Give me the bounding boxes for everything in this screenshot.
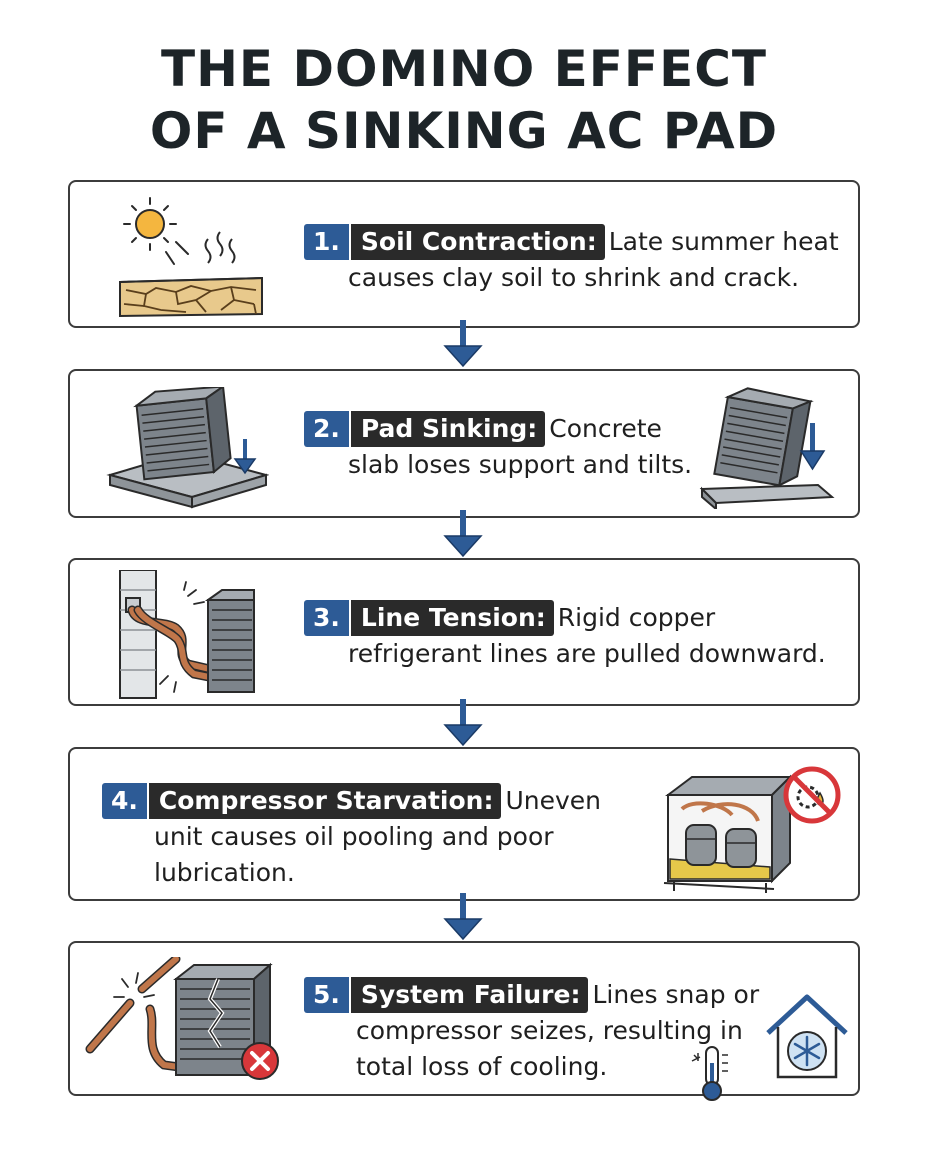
step-3-line-1: Rigid copper xyxy=(557,603,716,632)
down-arrow-icon xyxy=(443,699,483,747)
no-lubrication-icon xyxy=(783,766,841,824)
step-2-number: 2. xyxy=(304,411,349,447)
house-wall-icon xyxy=(119,570,157,699)
system-failure-illustration xyxy=(85,957,279,1080)
title-line-1: THE DOMINO EFFECT xyxy=(160,40,768,98)
title-line-2: OF A SINKING AC PAD xyxy=(149,102,779,160)
step-2-text: 2.Pad Sinking:Concrete slab loses suppor… xyxy=(304,411,724,483)
step-5-line-3: total loss of cooling. xyxy=(356,1052,608,1081)
step-3-text: 3.Line Tension:Rigid copper refrigerant … xyxy=(304,600,844,672)
step-5-heading: System Failure: xyxy=(350,977,589,1013)
step-1-line-1: Late summer heat xyxy=(608,227,839,256)
step-card-2: 2.Pad Sinking:Concrete slab loses suppor… xyxy=(68,369,860,518)
step-2-line-2: slab loses support and tilts. xyxy=(348,450,693,479)
step-card-5: 5.System Failure:Lines snap or compresso… xyxy=(68,941,860,1101)
step-card-4: 4.Compressor Starvation:Uneven unit caus… xyxy=(68,747,860,901)
step-4-heading: Compressor Starvation: xyxy=(148,783,502,819)
down-arrow-icon xyxy=(233,439,257,475)
step-4-line-3: lubrication. xyxy=(154,858,295,887)
cracked-soil-icon xyxy=(119,276,263,318)
compressor-starvation-illustration xyxy=(663,766,841,893)
broken-line-icon xyxy=(85,957,199,1074)
down-arrow-icon xyxy=(799,423,826,471)
step-5-line-1: Lines snap or xyxy=(592,980,760,1009)
step-card-3: 3.Line Tension:Rigid copper refrigerant … xyxy=(68,558,860,706)
soil-contraction-illustration xyxy=(119,197,263,318)
step-5-number: 5. xyxy=(304,977,349,1013)
sun-icon xyxy=(123,197,189,265)
page-title: THE DOMINO EFFECT OF A SINKING AC PAD xyxy=(0,38,928,162)
step-1-heading: Soil Contraction: xyxy=(350,224,605,260)
step-4-text: 4.Compressor Starvation:Uneven unit caus… xyxy=(102,783,642,891)
step-4-number: 4. xyxy=(102,783,147,819)
step-card-1: 1.Soil Contraction:Late summer heat caus… xyxy=(68,180,860,328)
step-3-heading: Line Tension: xyxy=(350,600,554,636)
down-arrow-icon xyxy=(443,510,483,558)
step-2-heading: Pad Sinking: xyxy=(350,411,546,447)
step-4-line-2: unit causes oil pooling and poor xyxy=(154,822,554,851)
step-3-number: 3. xyxy=(304,600,349,636)
ac-unit-on-pad-icon xyxy=(106,387,269,509)
line-tension-illustration xyxy=(119,570,255,699)
down-arrow-icon xyxy=(443,320,483,368)
step-2-line-1: Concrete xyxy=(549,414,662,443)
step-3-line-2: refrigerant lines are pulled downward. xyxy=(348,639,826,668)
compressor-cutaway-icon xyxy=(663,774,793,893)
step-1-text: 1.Soil Contraction:Late summer heat caus… xyxy=(304,224,844,296)
step-5-text: 5.System Failure:Lines snap or compresso… xyxy=(304,977,774,1085)
step-1-line-2: causes clay soil to shrink and crack. xyxy=(348,263,800,292)
copper-lines-icon xyxy=(127,605,219,683)
thermometer-icon xyxy=(691,1046,728,1101)
tilted-ac-unit-icon xyxy=(699,387,835,509)
step-1-number: 1. xyxy=(304,224,349,260)
down-arrow-icon xyxy=(443,893,483,941)
step-4-line-1: Uneven xyxy=(505,786,601,815)
ac-unit-icon xyxy=(204,589,255,693)
error-x-icon xyxy=(241,1042,279,1080)
house-snowflake-icon xyxy=(766,994,848,1079)
step-5-line-2: compressor seizes, resulting in xyxy=(356,1016,743,1045)
heat-waves-icon xyxy=(204,231,236,264)
